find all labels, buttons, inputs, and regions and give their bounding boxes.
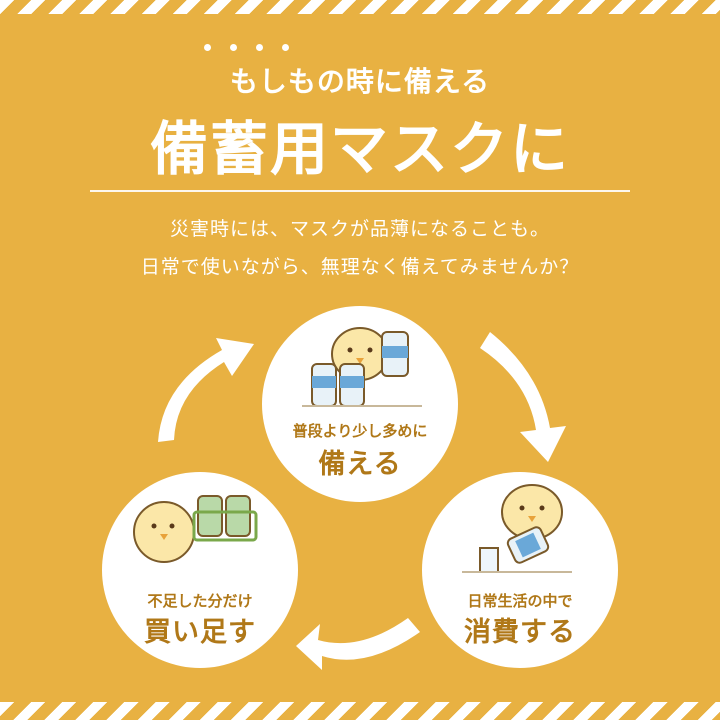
description-line-2: 日常で使いながら、無理なく備えてみませんか？ (140, 256, 580, 278)
step-prepare-card: 普段より少し多めに 備える (262, 306, 458, 502)
step-restock-title: 買い足す (144, 617, 256, 648)
cycle-arrow-icon (158, 338, 254, 442)
cycle-arrow-icon (480, 332, 566, 462)
cycle-arrow-icon (296, 618, 420, 670)
step-consume-caption: 日常生活の中で (467, 592, 573, 610)
step-consume-title: 消費する (464, 617, 576, 648)
step-prepare-caption: 普段より少し多めに (292, 422, 428, 440)
page-title: 備蓄用マスクに (149, 115, 570, 183)
chick-with-basket-icon (133, 495, 258, 563)
bottom-stripe-border (0, 702, 720, 720)
emphasis-dots (200, 44, 300, 54)
step-restock-card: 不足した分だけ 買い足す (102, 472, 298, 668)
step-consume-card: 日常生活の中で 消費する (422, 472, 618, 668)
step-prepare-title: 備える (318, 449, 402, 480)
step-restock-caption: 不足した分だけ (147, 592, 253, 610)
chick-pouring-water-icon (462, 484, 572, 573)
page-subtitle: もしもの時に備える (229, 65, 491, 98)
title-divider (90, 190, 630, 192)
description-line-1: 災害時には、マスクが品薄になることも。 (169, 218, 550, 240)
top-stripe-border (0, 0, 720, 14)
chick-with-water-bottles-icon (302, 327, 422, 407)
